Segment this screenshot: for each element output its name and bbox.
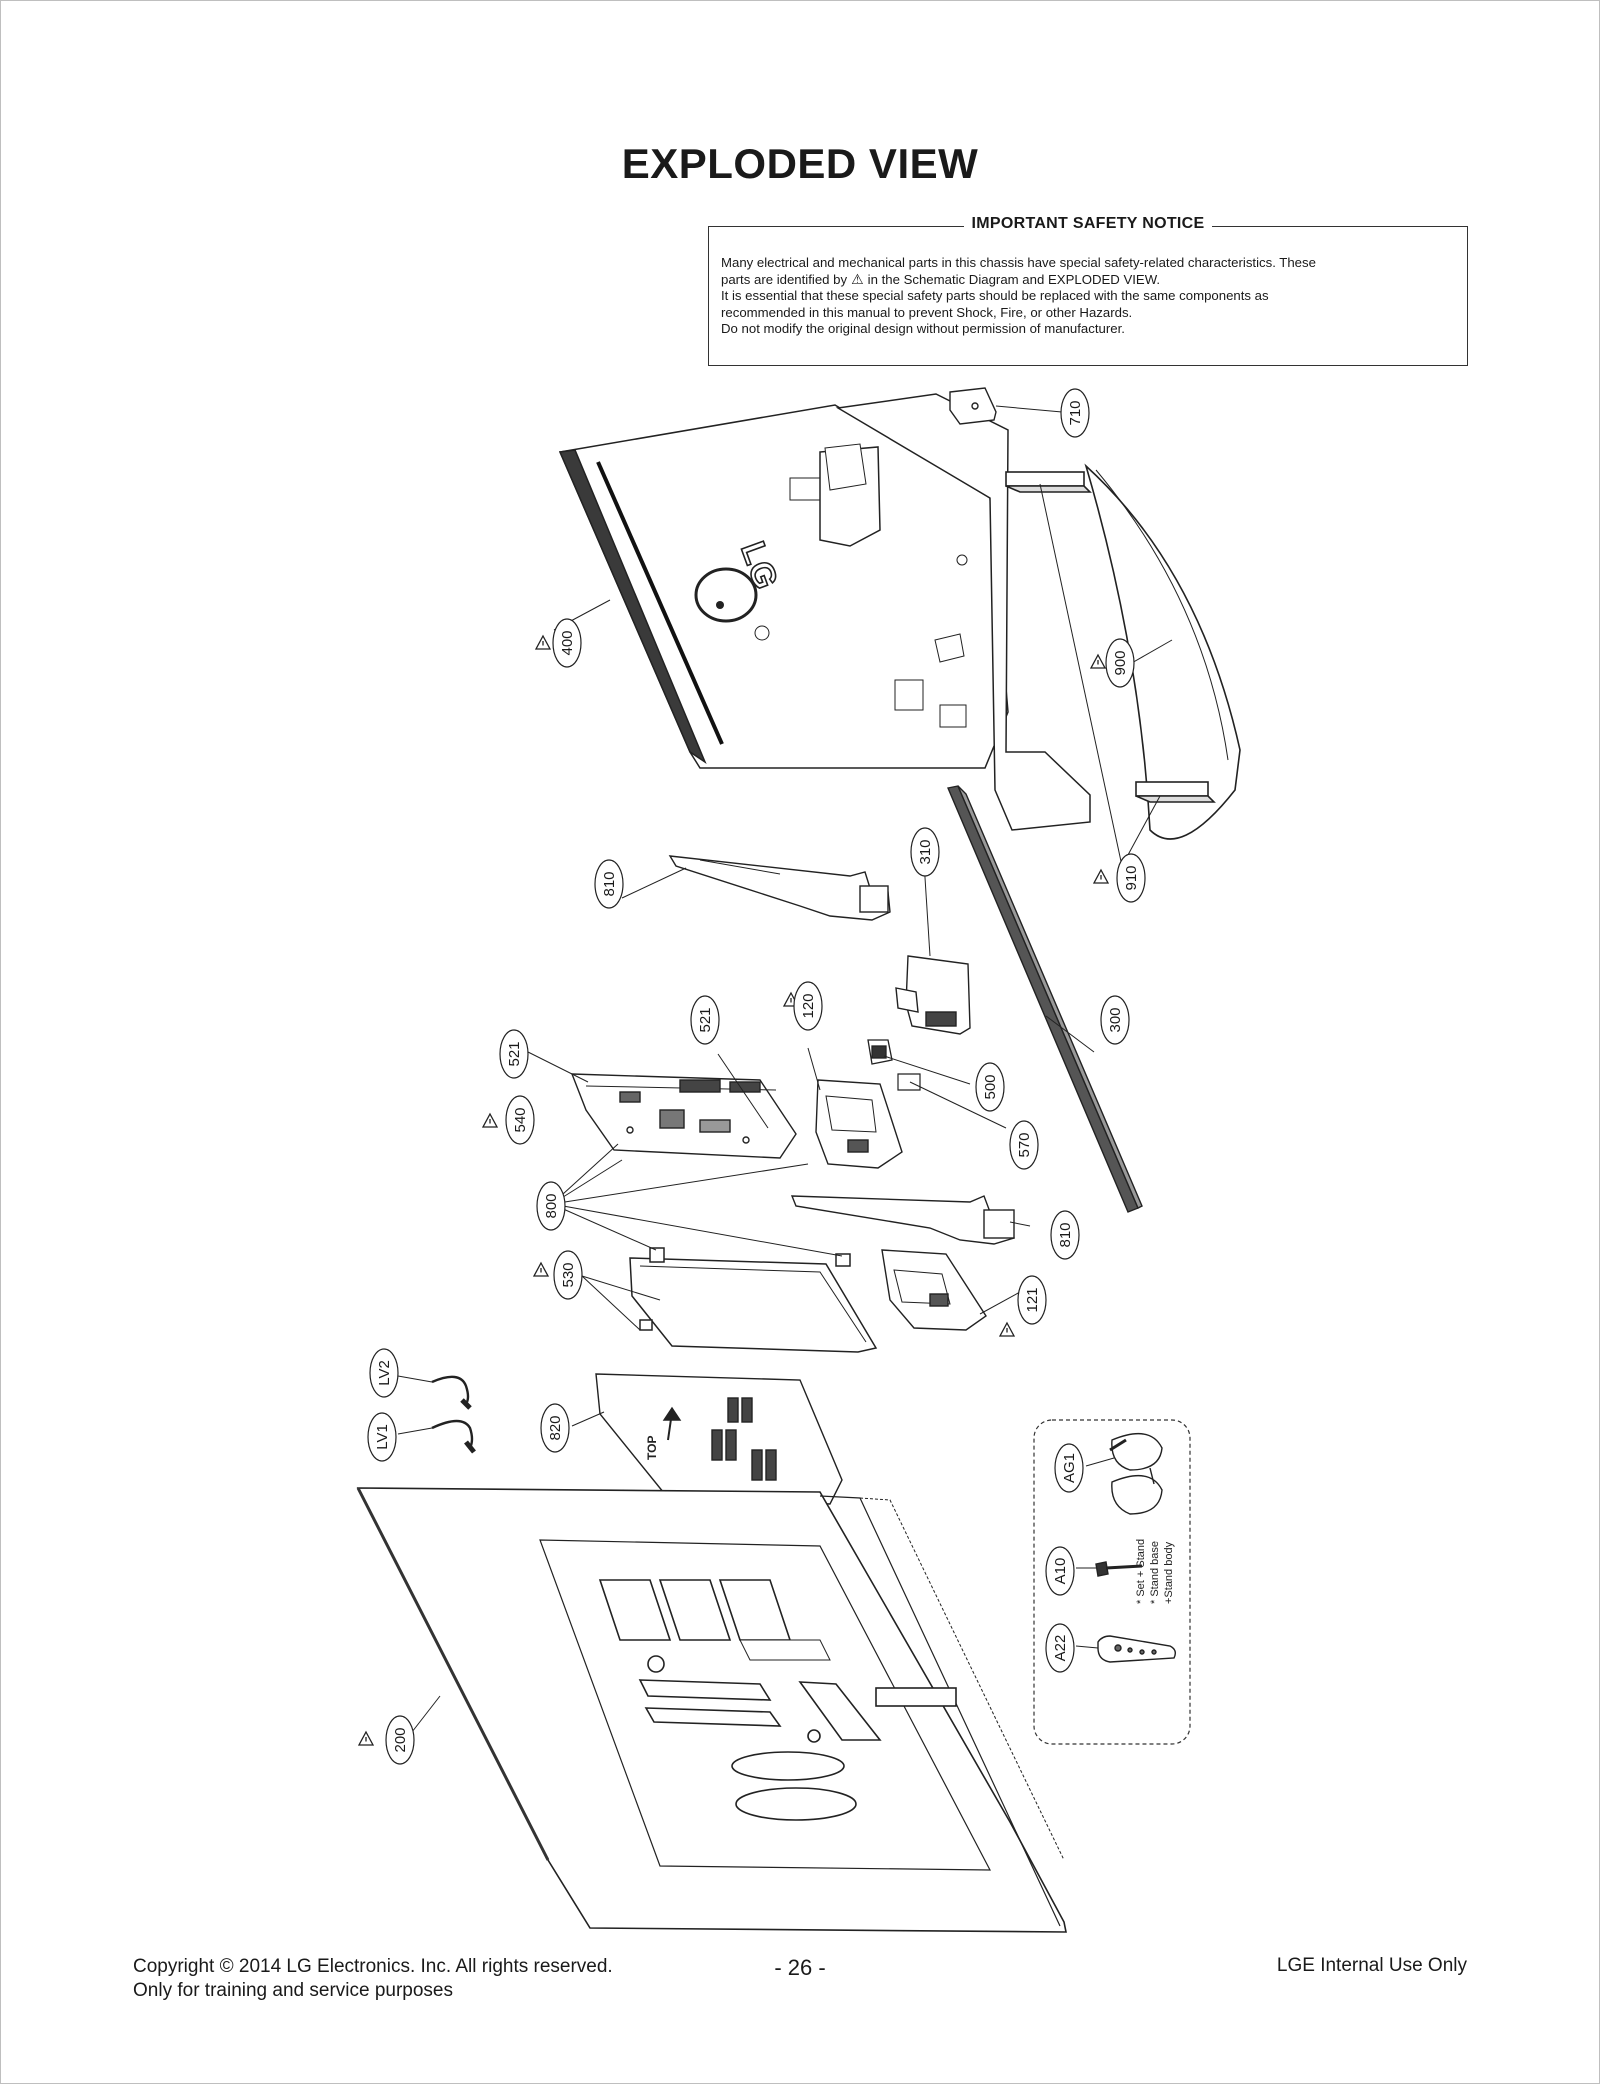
stand-note-3: +Stand body bbox=[1163, 1541, 1175, 1604]
svg-text:120: 120 bbox=[800, 993, 817, 1018]
frame-bar-300 bbox=[947, 785, 1143, 1213]
svg-text:AG1: AG1 bbox=[1061, 1453, 1078, 1483]
callout-310: 310 bbox=[910, 827, 940, 877]
warning-triangle-icon bbox=[533, 1262, 549, 1277]
callout-710: 710 bbox=[1060, 388, 1090, 438]
copyright-text: Copyright © 2014 LG Electronics. Inc. Al… bbox=[133, 1956, 613, 1977]
callout-810: 810 bbox=[594, 859, 624, 909]
notice-line: Many electrical and mechanical parts in … bbox=[721, 255, 1316, 270]
svg-text:121: 121 bbox=[1024, 1287, 1041, 1312]
svg-text:500: 500 bbox=[982, 1074, 999, 1099]
insulator-sheet-820: TOP bbox=[595, 1373, 843, 1505]
callout-570: 570 bbox=[1009, 1120, 1039, 1170]
display-module-200 bbox=[356, 1487, 1067, 1933]
notice-line: parts are identified by⚠in the Schematic… bbox=[721, 270, 1161, 287]
warning-triangle-icon bbox=[482, 1113, 498, 1128]
callout-820: 820 bbox=[540, 1403, 570, 1453]
power-supply-530 bbox=[629, 1247, 878, 1353]
svg-text:400: 400 bbox=[559, 630, 576, 655]
svg-text:710: 710 bbox=[1067, 400, 1084, 425]
callout-a22: A22 bbox=[1045, 1623, 1075, 1673]
svg-text:A10: A10 bbox=[1052, 1558, 1069, 1585]
callout-800: 800 bbox=[536, 1181, 566, 1231]
connector-500 bbox=[867, 1039, 893, 1065]
internal-use-text: LGE Internal Use Only bbox=[1276, 1955, 1467, 1976]
svg-text:LV1: LV1 bbox=[374, 1424, 391, 1450]
bracket-810-upper bbox=[668, 855, 891, 921]
safety-notice-body: Many electrical and mechanical parts in … bbox=[721, 255, 1455, 338]
stand-neck-part bbox=[819, 393, 1091, 831]
callout-121: 121 bbox=[1017, 1275, 1047, 1325]
main-board-540 bbox=[570, 1073, 797, 1159]
shield-120 bbox=[815, 1079, 903, 1169]
svg-text:521: 521 bbox=[697, 1007, 714, 1032]
stand-base-part bbox=[1005, 463, 1241, 840]
svg-text:200: 200 bbox=[392, 1727, 409, 1752]
purpose-text: Only for training and service purposes bbox=[133, 1980, 453, 2001]
bracket-810-lower bbox=[790, 1195, 1015, 1245]
warning-triangle-icon bbox=[1093, 869, 1109, 884]
callout-540: 540 bbox=[505, 1095, 535, 1145]
callout-lv1: LV1 bbox=[367, 1412, 397, 1462]
shield-121 bbox=[881, 1249, 987, 1331]
cover-bracket-710 bbox=[949, 387, 997, 425]
notice-line: Do not modify the original design withou… bbox=[721, 321, 1125, 336]
svg-text:A22: A22 bbox=[1052, 1635, 1069, 1662]
callout-521: 521 bbox=[499, 1029, 529, 1079]
callout-120: 120 bbox=[793, 981, 823, 1031]
callout-900: 900 bbox=[1105, 638, 1135, 688]
3d-glasses-part bbox=[1109, 1432, 1163, 1515]
svg-text:530: 530 bbox=[560, 1262, 577, 1287]
callout-500: 500 bbox=[975, 1062, 1005, 1112]
svg-text:540: 540 bbox=[512, 1107, 529, 1132]
footer-left: Copyright © 2014 LG Electronics. Inc. Al… bbox=[133, 1955, 613, 2003]
leader-lines bbox=[397, 405, 1173, 1733]
callout-ag1: AG1 bbox=[1054, 1443, 1084, 1493]
screw-part bbox=[1095, 1561, 1143, 1577]
svg-text:300: 300 bbox=[1107, 1007, 1124, 1032]
svg-text:LV2: LV2 bbox=[376, 1360, 393, 1386]
callout-300: 300 bbox=[1100, 995, 1130, 1045]
svg-text:810: 810 bbox=[1057, 1222, 1074, 1247]
stand-note-1: * Set + Stand bbox=[1135, 1539, 1147, 1604]
svg-text:820: 820 bbox=[547, 1415, 564, 1440]
remote-control-part bbox=[1097, 1635, 1177, 1663]
safety-notice-heading: IMPORTANT SAFETY NOTICE bbox=[709, 215, 1467, 233]
callout-810: 810 bbox=[1050, 1210, 1080, 1260]
svg-text:310: 310 bbox=[917, 839, 934, 864]
svg-text:910: 910 bbox=[1123, 865, 1140, 890]
board-570 bbox=[897, 1073, 921, 1091]
cable-lv2 bbox=[431, 1375, 472, 1410]
callout-200: 200 bbox=[385, 1715, 415, 1765]
svg-text:810: 810 bbox=[601, 871, 618, 896]
svg-text:900: 900 bbox=[1112, 650, 1129, 675]
page-title: EXPLODED VIEW bbox=[621, 140, 979, 187]
warning-triangle-icon bbox=[358, 1731, 374, 1746]
page-number: - 26 - bbox=[774, 1955, 826, 1980]
callout-910: 910 bbox=[1116, 853, 1146, 903]
warning-triangle-icon: ⚠ bbox=[851, 270, 864, 287]
safety-notice-box: IMPORTANT SAFETY NOTICE Many electrical … bbox=[708, 215, 1468, 366]
warning-triangle-icon bbox=[999, 1322, 1015, 1337]
callouts: 710 400 900 910 810 310 300 521 120 500 … bbox=[367, 388, 1146, 1765]
svg-text:521: 521 bbox=[506, 1041, 523, 1066]
stand-note-2: * Stand base bbox=[1149, 1541, 1161, 1604]
callout-530: 530 bbox=[553, 1250, 583, 1300]
svg-text:800: 800 bbox=[543, 1193, 560, 1218]
warning-triangle-icon bbox=[1090, 654, 1106, 669]
top-arrow-label: TOP bbox=[645, 1436, 659, 1460]
bracket-310 bbox=[895, 955, 971, 1035]
accessories-box: * Set + Stand * Stand base +Stand body bbox=[1033, 1419, 1191, 1745]
callout-a10: A10 bbox=[1045, 1546, 1075, 1596]
svg-text:570: 570 bbox=[1016, 1132, 1033, 1157]
callout-lv2: LV2 bbox=[369, 1348, 399, 1398]
cable-lv1 bbox=[431, 1419, 476, 1454]
callout-400: 400 bbox=[552, 618, 582, 668]
warning-triangle-icon bbox=[535, 635, 551, 650]
callout-521: 521 bbox=[690, 995, 720, 1045]
notice-line: It is essential that these special safet… bbox=[721, 288, 1269, 303]
notice-line: recommended in this manual to prevent Sh… bbox=[721, 304, 1133, 320]
